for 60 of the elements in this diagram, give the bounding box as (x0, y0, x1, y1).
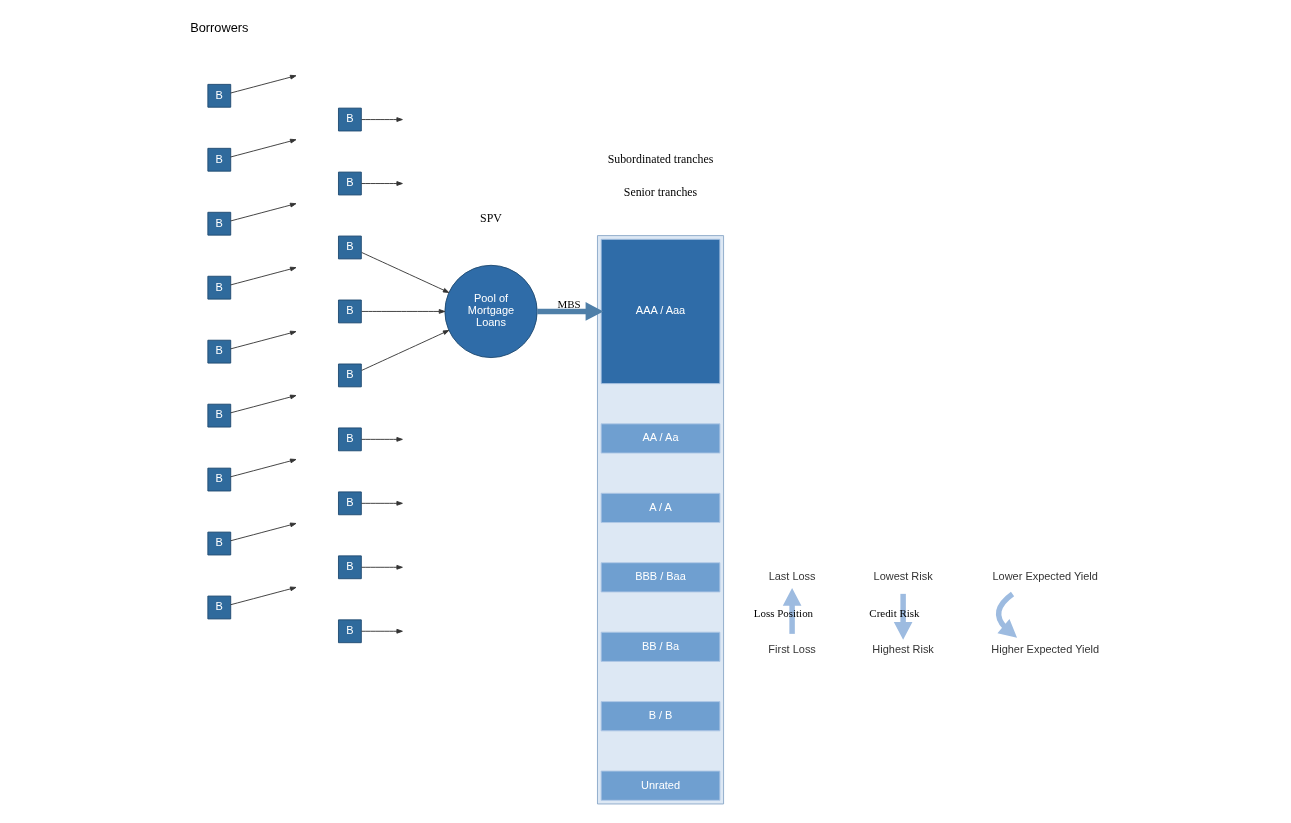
node-box: B (207, 211, 232, 236)
arrow (361, 628, 403, 634)
node-box: AA / Aa (600, 423, 721, 454)
node-text: Lower Expected Yield (992, 570, 1098, 583)
node-text: Last Loss (768, 570, 816, 583)
node-box: BB / Ba (600, 631, 721, 662)
node-label: Borrowers (190, 19, 249, 35)
node-box: B (207, 83, 232, 108)
node-box: B (207, 275, 232, 300)
node-box: B (338, 299, 362, 324)
node-box: B / B (600, 701, 721, 732)
node-box: B (338, 427, 362, 452)
arrow (893, 593, 913, 640)
node-text: Higher Expected Yield (991, 643, 1100, 656)
node-box: B (207, 403, 232, 428)
node-box: B (207, 531, 232, 556)
arrow (230, 202, 297, 222)
node-box: B (338, 619, 362, 644)
node-box: BBB / Baa (600, 562, 721, 593)
label: Senior tranches (623, 184, 698, 199)
label: Subordinated tranches (607, 151, 714, 166)
arrow (230, 522, 297, 542)
node-box: B (338, 363, 362, 388)
node-box: B (338, 235, 362, 260)
arrow (361, 564, 403, 570)
arrow (230, 266, 297, 286)
arrow (361, 117, 403, 122)
node-text: First Loss (768, 643, 816, 656)
label: SPV (480, 211, 502, 226)
node-box: B (338, 107, 362, 132)
arrow (230, 394, 297, 414)
edge-label: MBS (557, 298, 581, 311)
node-box: B (338, 555, 362, 580)
arrow (782, 588, 802, 634)
arrow (361, 329, 450, 371)
arrow (230, 138, 297, 158)
node-box: B (207, 147, 232, 172)
arrow (361, 181, 403, 186)
edge-label: Loss Position (753, 606, 814, 619)
edge-label: Credit Risk (869, 606, 920, 619)
arrow (230, 330, 297, 350)
arrow (230, 458, 297, 478)
arrow (361, 252, 450, 293)
node-box: B (207, 467, 232, 492)
arrow (361, 500, 403, 506)
node-box: B (338, 171, 362, 196)
node-box: B (207, 339, 232, 364)
arrow (230, 74, 297, 94)
arrow (361, 437, 403, 442)
node-box: B (338, 491, 362, 516)
arrow (537, 302, 604, 321)
arrow (361, 309, 446, 314)
arrow (996, 591, 1018, 638)
node-box: AAA / Aaa (600, 238, 721, 385)
node-text: Highest Risk (872, 643, 934, 656)
arrow (230, 586, 297, 606)
node-box: A / A (600, 492, 721, 523)
node-box: B (207, 595, 232, 620)
node-text: Lowest Risk (873, 570, 933, 583)
node-box: Unrated (600, 770, 721, 801)
